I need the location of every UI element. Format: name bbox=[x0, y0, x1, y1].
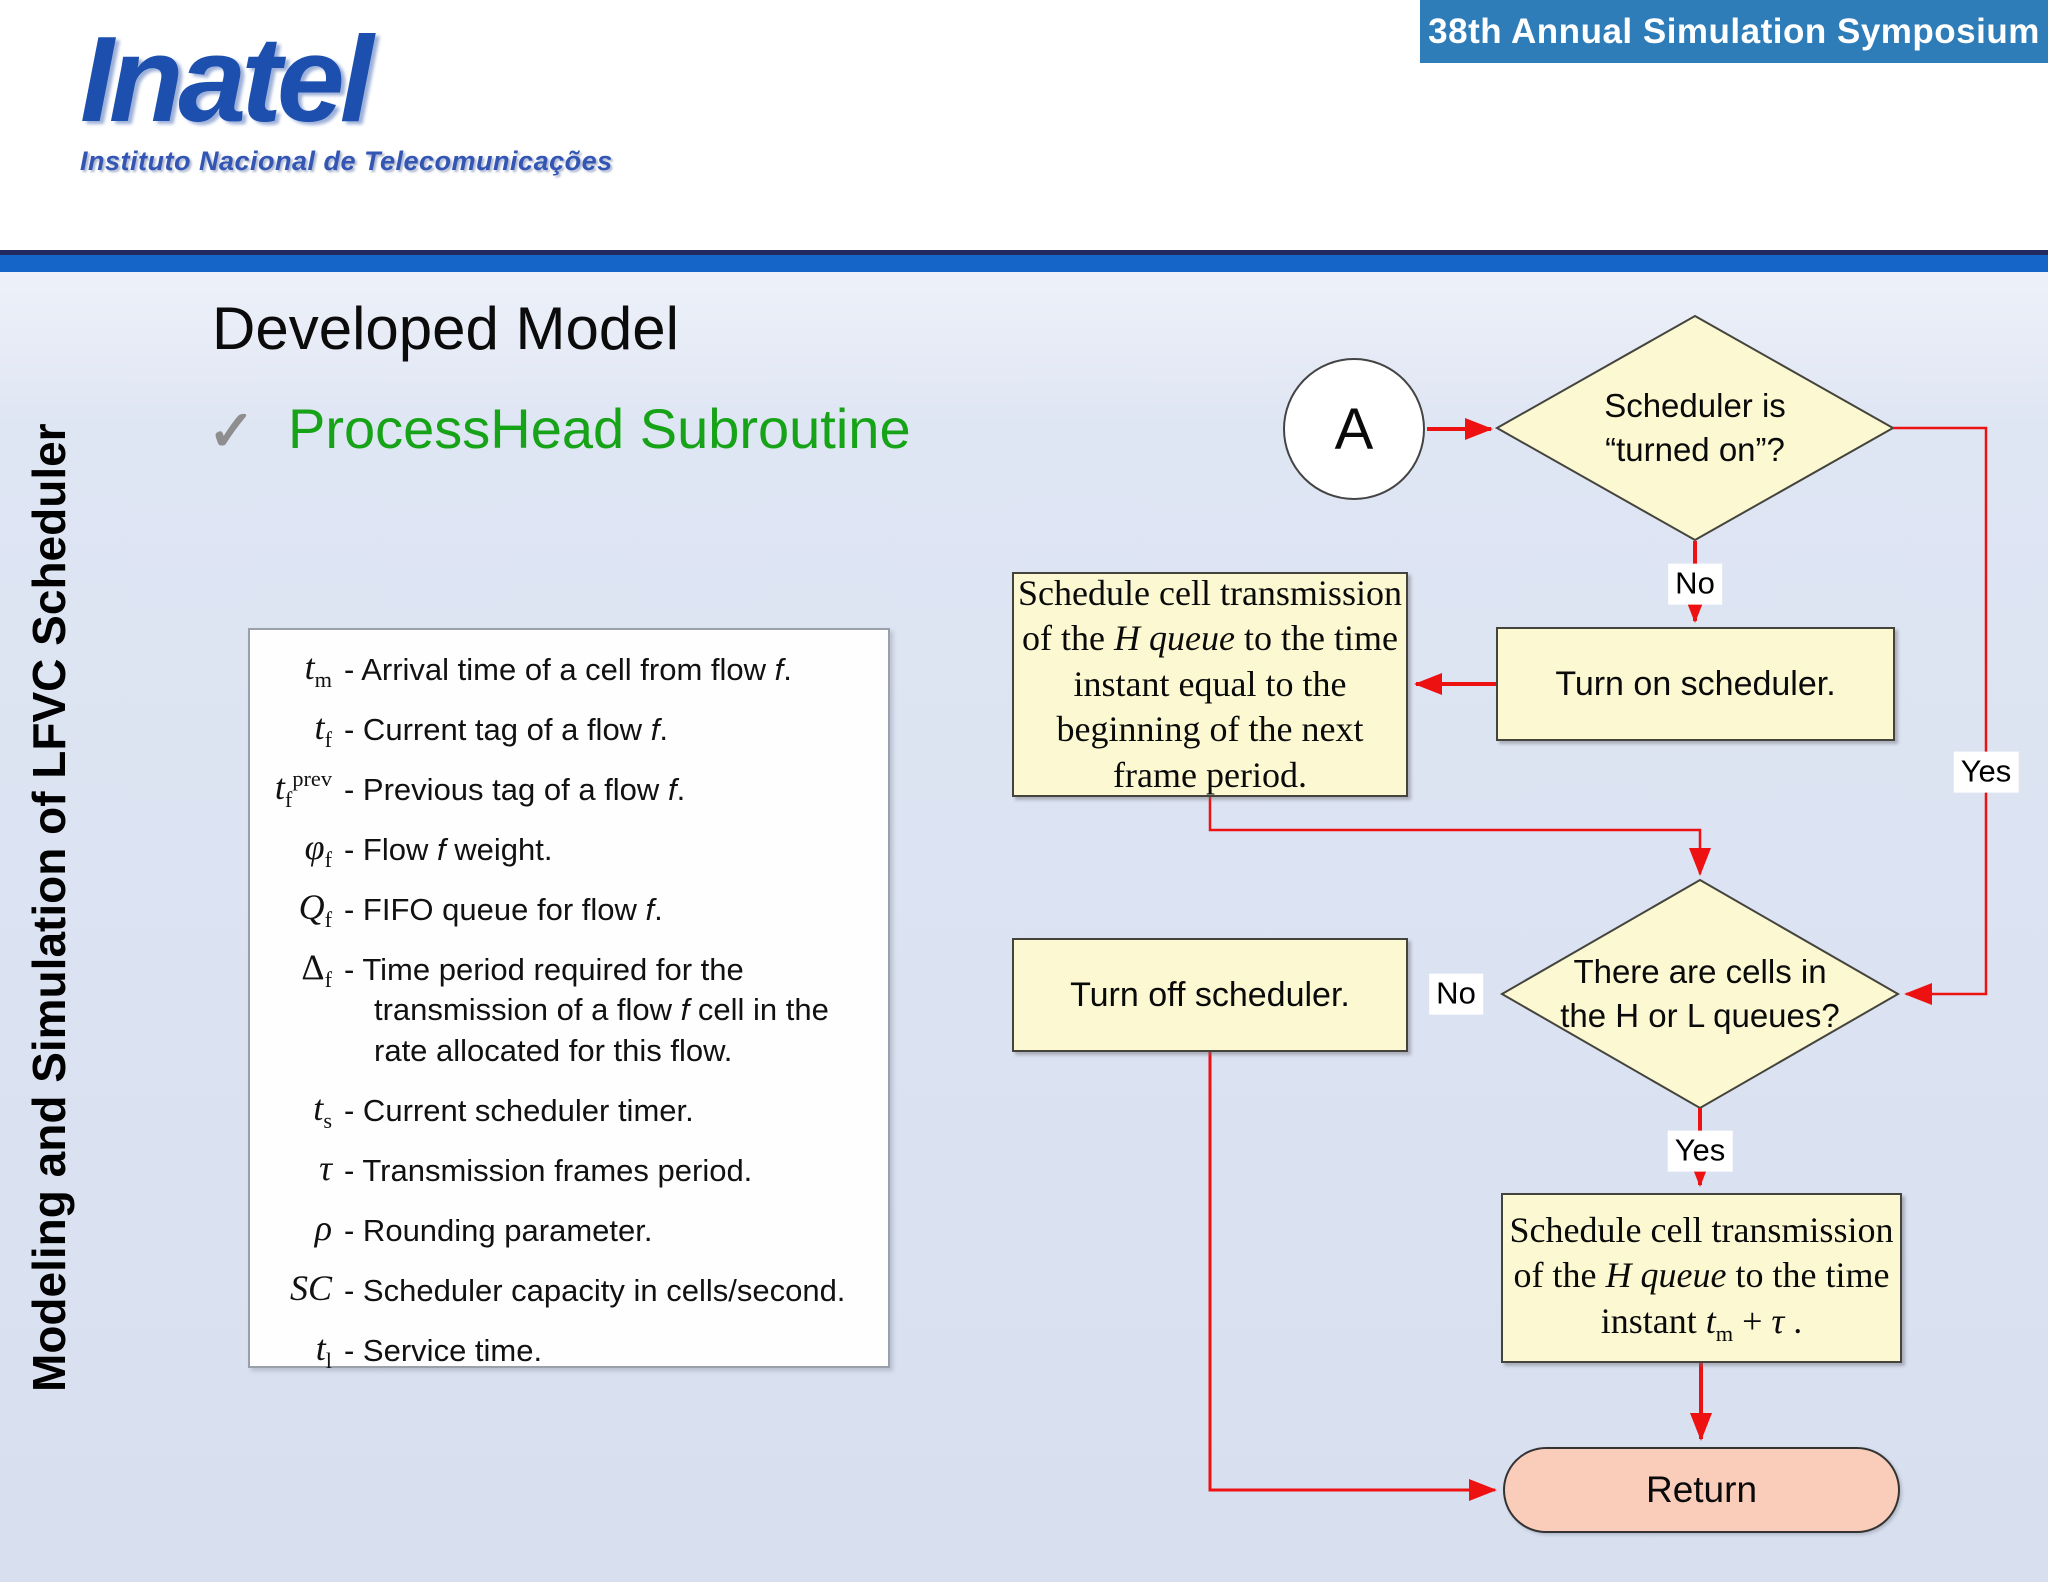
legend-symbol: SC bbox=[289, 1267, 332, 1308]
legend-description: - Arrival time of a cell from flow f. bbox=[344, 652, 792, 687]
legend-item: tfprev - Previous tag of a flow f. bbox=[266, 765, 878, 812]
symposium-banner: 38th Annual Simulation Symposium bbox=[1420, 0, 2048, 63]
decision-scheduler-on-text: Scheduler is“turned on”? bbox=[1604, 387, 1786, 468]
process-turn-off: Turn off scheduler. bbox=[1012, 938, 1408, 1052]
label-yes-1: Yes bbox=[1953, 751, 2019, 793]
bullet-label: ProcessHead Subroutine bbox=[288, 397, 911, 460]
legend-item: ts - Current scheduler timer. bbox=[266, 1088, 878, 1134]
check-icon: ✓ bbox=[208, 399, 255, 462]
legend-item: tf - Current tag of a flow f. bbox=[266, 706, 878, 753]
legend-symbol: ts bbox=[313, 1088, 332, 1134]
legend-description: - Current scheduler timer. bbox=[344, 1093, 694, 1129]
inatel-logo: Inatel Instituto Nacional de Telecomunic… bbox=[80, 18, 613, 177]
label-no-1: No bbox=[1668, 563, 1722, 605]
legend-description: - Transmission frames period. bbox=[344, 1153, 753, 1189]
legend-box: tm- Arrival time of a cell from flow f.t… bbox=[248, 628, 890, 1373]
legend-description: - Previous tag of a flow f. bbox=[344, 771, 686, 807]
legend-symbol: τ bbox=[319, 1148, 332, 1189]
legend-symbol: Qf bbox=[298, 886, 332, 932]
legend-item: φf - Flow f weight. bbox=[266, 826, 878, 872]
legend-item: Qf - FIFO queue for flow f. bbox=[266, 886, 878, 932]
legend-symbol: tf bbox=[314, 706, 332, 753]
connector-node-a-label: A bbox=[1334, 396, 1374, 462]
legend-item: SC - Scheduler capacity in cells/second. bbox=[266, 1267, 878, 1312]
divider-navy-bar bbox=[0, 250, 2048, 255]
divider-blue-bar bbox=[0, 255, 2048, 272]
page-title: Developed Model bbox=[212, 295, 679, 362]
legend-symbol: φf bbox=[304, 826, 332, 872]
logo-title: Inatel bbox=[80, 11, 374, 147]
legend-description: - FIFO queue for flow f. bbox=[344, 891, 663, 927]
legend-symbol: Δf bbox=[301, 946, 332, 992]
sidebar-vertical-title: Modeling and Simulation of LFVC Schedule… bbox=[23, 423, 75, 1392]
legend-symbol: ρ bbox=[314, 1208, 332, 1249]
process-turn-on: Turn on scheduler. bbox=[1496, 627, 1895, 741]
legend-symbol: tfprev bbox=[274, 765, 332, 812]
legend-description: - Time period required for the transmiss… bbox=[344, 951, 829, 1069]
legend-symbol: tm bbox=[304, 647, 332, 693]
legend-list: tm- Arrival time of a cell from flow f.t… bbox=[266, 647, 878, 1374]
legend-description: - Service time. bbox=[344, 1332, 543, 1368]
label-yes-2: Yes bbox=[1667, 1130, 1733, 1172]
legend-description: - Flow f weight. bbox=[344, 831, 553, 867]
legend-description: - Rounding parameter. bbox=[344, 1213, 653, 1249]
terminator-return: Return bbox=[1503, 1447, 1900, 1533]
legend-item: tl - Service time. bbox=[266, 1327, 878, 1374]
legend-item: Δf - Time period required for the transmi… bbox=[266, 946, 878, 1073]
connector-node-a: A bbox=[1283, 358, 1425, 500]
legend-item: tm - Arrival time of a cell from flow f. bbox=[266, 647, 878, 693]
legend-description: - Current tag of a flow f. bbox=[344, 711, 668, 747]
legend-description: - Scheduler capacity in cells/second. bbox=[344, 1272, 846, 1308]
legend-item: τ - Transmission frames period. bbox=[266, 1148, 878, 1192]
label-no-2: No bbox=[1429, 973, 1483, 1015]
legend-item: ρ - Rounding parameter. bbox=[266, 1208, 878, 1252]
symposium-banner-text: 38th Annual Simulation Symposium bbox=[1428, 11, 2040, 51]
legend-symbol: tl bbox=[315, 1327, 332, 1374]
logo-subtitle: Instituto Nacional de Telecomunicações bbox=[80, 146, 613, 176]
